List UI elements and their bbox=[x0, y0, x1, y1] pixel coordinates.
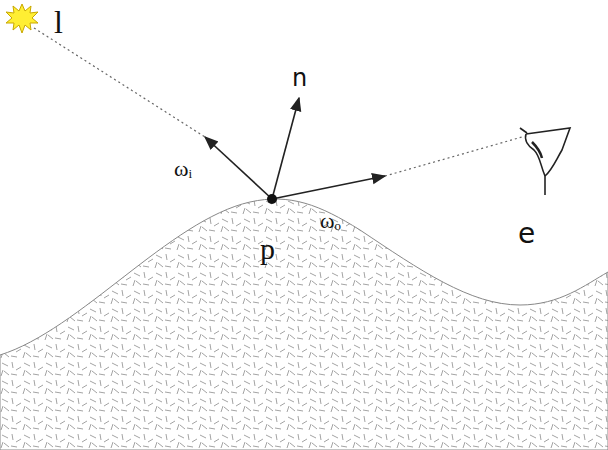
outgoing-direction-label: ωₒ bbox=[320, 210, 341, 232]
point-label: p bbox=[260, 234, 275, 264]
view-ray bbox=[385, 137, 522, 176]
surface bbox=[0, 199, 608, 450]
light-label: l bbox=[54, 6, 63, 38]
outgoing-vector bbox=[272, 176, 385, 199]
surface-point bbox=[267, 194, 277, 204]
eye-label: e bbox=[518, 220, 535, 248]
normal-vector bbox=[272, 98, 299, 199]
light-ray bbox=[34, 28, 205, 137]
normal-label: n bbox=[292, 66, 307, 90]
incident-direction-label: ωᵢ bbox=[174, 158, 192, 180]
incident-vector bbox=[205, 137, 272, 199]
light-source bbox=[6, 4, 38, 33]
eye-symbol bbox=[520, 128, 570, 195]
